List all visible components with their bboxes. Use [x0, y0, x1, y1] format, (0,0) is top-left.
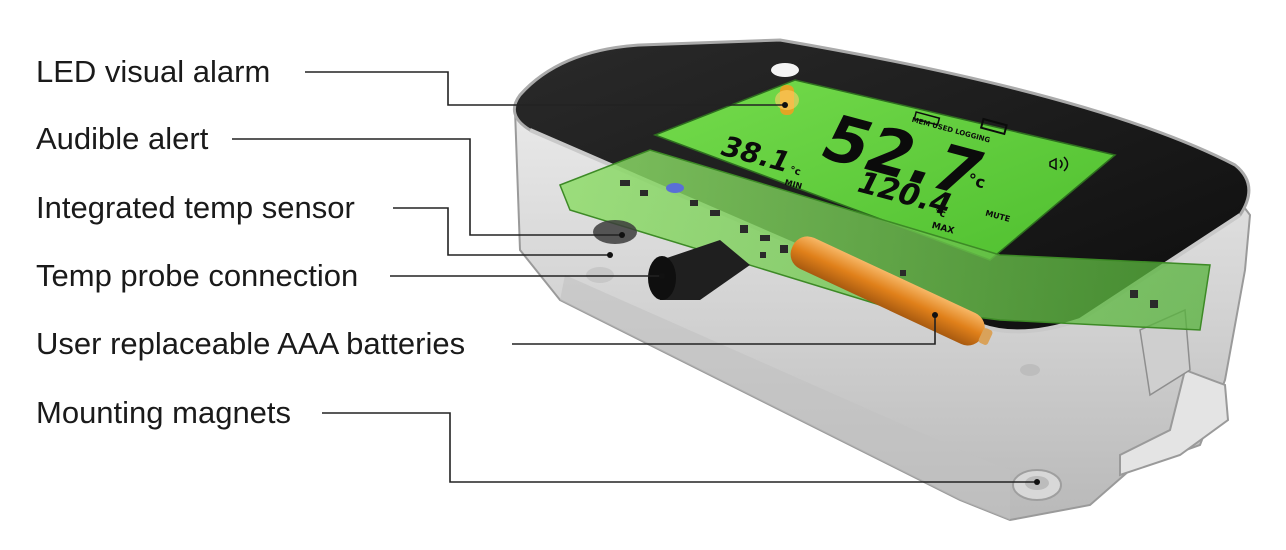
- leader-audible: [232, 138, 622, 236]
- label-integrated-temp-sensor: Integrated temp sensor: [36, 190, 355, 225]
- pcb-components: [620, 180, 1158, 308]
- probe-connector: [655, 240, 750, 300]
- aaa-battery: [790, 236, 993, 346]
- min-label: MIN: [784, 178, 803, 191]
- mounting-bracket: [1119, 368, 1230, 477]
- pcb-board: [559, 149, 1211, 331]
- main-temp-unit: °c: [966, 169, 988, 192]
- battery-indicator-icon: [979, 117, 1008, 136]
- lcd-icons: [913, 111, 1069, 172]
- leader-led: [305, 71, 785, 106]
- screw-hole: [586, 267, 614, 283]
- label-led-visual-alarm: LED visual alarm: [36, 54, 271, 89]
- leader-batteries: [512, 315, 936, 345]
- speaker-icon: [1049, 156, 1069, 172]
- label-mounting-magnets: Mounting magnets: [36, 395, 292, 430]
- temp-sensor: [593, 220, 637, 244]
- leader-endpoints: [607, 102, 1040, 485]
- led-window: [771, 63, 799, 77]
- label-aaa-batteries: User replaceable AAA batteries: [36, 326, 466, 361]
- label-temp-probe-connection: Temp probe connection: [36, 258, 359, 293]
- leader-sensor: [393, 207, 610, 256]
- callout-leaders: [232, 71, 1037, 483]
- max-temp-unit: °c: [933, 207, 946, 220]
- min-temp-unit: °c: [788, 165, 801, 178]
- memory-indicator-icon: [913, 111, 941, 126]
- leader-magnets: [322, 412, 1037, 483]
- case-front-shade: [560, 275, 1010, 520]
- label-audible-alert: Audible alert: [36, 121, 209, 156]
- screw-hole: [1020, 364, 1040, 376]
